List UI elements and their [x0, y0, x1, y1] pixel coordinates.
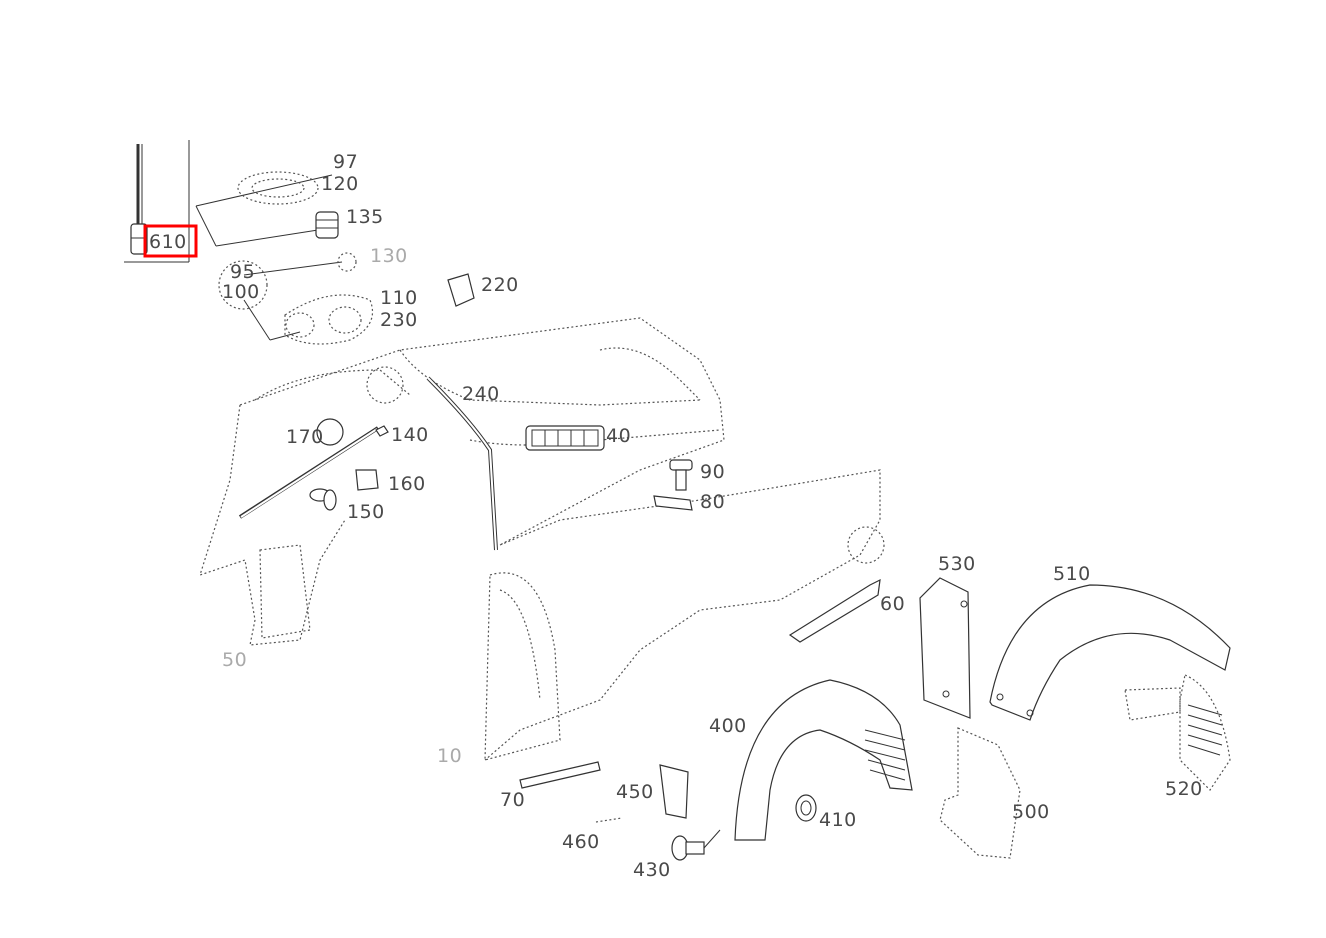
label-400: 400: [709, 715, 747, 737]
strip-70-part: [519, 761, 601, 789]
seal-240-part: [426, 376, 498, 551]
wheel-liner-510-part: [989, 584, 1231, 721]
clip-150-part: [309, 488, 337, 511]
label-110: 110: [380, 287, 418, 309]
clip-460-part: [595, 817, 623, 823]
label-410: 410: [819, 809, 857, 831]
fender-body: [199, 317, 885, 761]
label-140: 140: [391, 424, 429, 446]
label-230: 230: [380, 309, 418, 331]
grommet-410-part: [795, 794, 817, 822]
part-labels: 97 120 135 130 95 100 110 230 220 610 24…: [149, 151, 1203, 881]
label-60: 60: [880, 593, 905, 615]
label-100: 100: [222, 281, 260, 303]
highlight-box-610[interactable]: [143, 224, 198, 258]
panel-530-part: [919, 577, 971, 719]
label-610: 610: [149, 231, 187, 253]
bracket-80-part: [653, 495, 693, 511]
label-50: 50: [222, 649, 247, 671]
label-135: 135: [346, 206, 384, 228]
label-530: 530: [938, 553, 976, 575]
label-460: 460: [562, 831, 600, 853]
screw-90-part: [669, 459, 693, 491]
label-80: 80: [700, 491, 725, 513]
label-240: 240: [462, 383, 500, 405]
clip-220-part: [447, 273, 475, 307]
strip-60-part: [788, 578, 881, 643]
vent-grille-40-part: [525, 425, 605, 451]
label-450: 450: [616, 781, 654, 803]
label-520: 520: [1165, 778, 1203, 800]
lamp-housing-part: [284, 294, 374, 345]
rod-140-part: [238, 425, 389, 519]
clip-160-part: [355, 469, 379, 491]
label-97: 97: [333, 151, 358, 173]
bracket-450-part: [659, 764, 689, 819]
liner-500-part: [939, 727, 1021, 859]
label-170: 170: [286, 426, 324, 448]
liner-520-part: [1124, 674, 1231, 791]
label-10: 10: [437, 745, 462, 767]
label-90: 90: [700, 461, 725, 483]
lamp-leader-lines: [195, 174, 343, 341]
label-150: 150: [347, 501, 385, 523]
label-95: 95: [230, 261, 255, 283]
label-70: 70: [500, 789, 525, 811]
lens-part: [237, 171, 319, 205]
rivet-430-part: [671, 829, 721, 861]
label-130: 130: [370, 245, 408, 267]
label-510: 510: [1053, 563, 1091, 585]
label-500: 500: [1012, 801, 1050, 823]
label-40: 40: [606, 425, 631, 447]
lamp-socket-part: [315, 211, 339, 239]
label-160: 160: [388, 473, 426, 495]
bolt-610-assembly: [124, 140, 190, 263]
wheel-housing-400-part: [734, 679, 913, 841]
label-430: 430: [633, 859, 671, 881]
label-220: 220: [481, 274, 519, 296]
seal-ring-part: [218, 260, 268, 310]
label-120: 120: [321, 173, 359, 195]
grommet-170-part: [316, 418, 344, 446]
bulb-part: [337, 252, 357, 272]
